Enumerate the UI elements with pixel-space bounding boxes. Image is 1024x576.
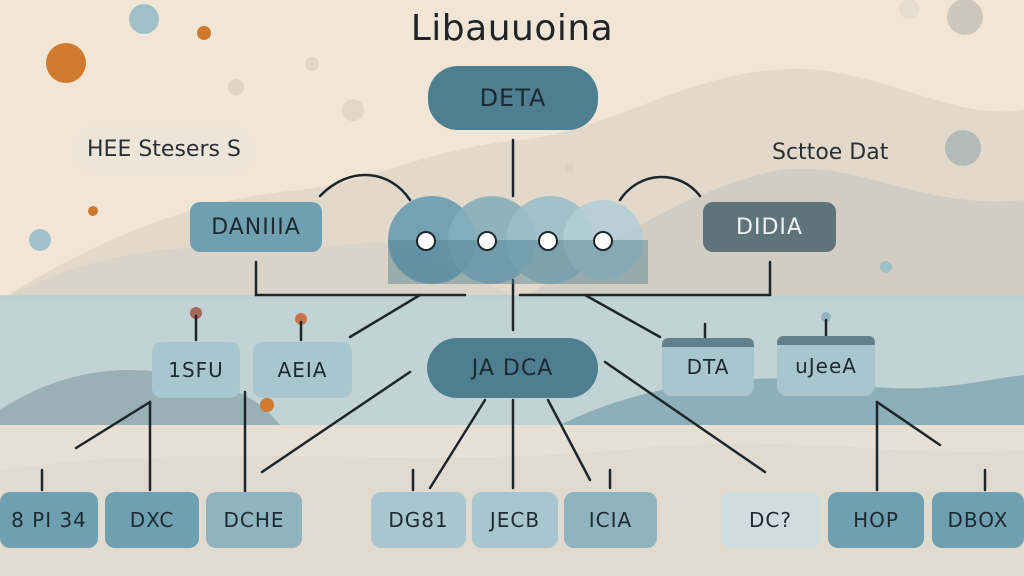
bottom-node-8[interactable]: HOP: [828, 492, 924, 548]
connectors: [40, 138, 987, 494]
mid-node-2[interactable]: AEIA: [253, 342, 352, 398]
right-side-label: Scttoe Dat: [772, 140, 889, 165]
central-cluster: [388, 196, 648, 284]
decorative-dots: [29, 0, 983, 412]
mid-node-1[interactable]: 1SFU: [152, 342, 240, 398]
bottom-node-2[interactable]: DXC: [105, 492, 199, 548]
bottom-node-1[interactable]: 8 PI 34: [0, 492, 98, 548]
bottom-node-7[interactable]: DC?: [721, 492, 820, 548]
diagram-title: Libauuoina: [410, 8, 614, 49]
mid-node-4[interactable]: uJeeA: [777, 336, 875, 396]
bottom-node-4[interactable]: DG81: [371, 492, 466, 548]
bottom-node-3[interactable]: DCHE: [206, 492, 302, 548]
top-node[interactable]: DETA: [428, 66, 598, 130]
upper-right-node[interactable]: DIDIA: [703, 202, 836, 252]
center-node[interactable]: JA DCA: [427, 338, 598, 398]
bottom-node-6[interactable]: ICIA: [564, 492, 657, 548]
mid-node-3[interactable]: DTA: [662, 338, 754, 396]
bottom-node-5[interactable]: JECB: [472, 492, 558, 548]
left-side-label: HEE Stesers S: [73, 125, 255, 174]
bottom-node-9[interactable]: DBOX: [932, 492, 1024, 548]
upper-left-node[interactable]: DANIIIA: [190, 202, 322, 252]
